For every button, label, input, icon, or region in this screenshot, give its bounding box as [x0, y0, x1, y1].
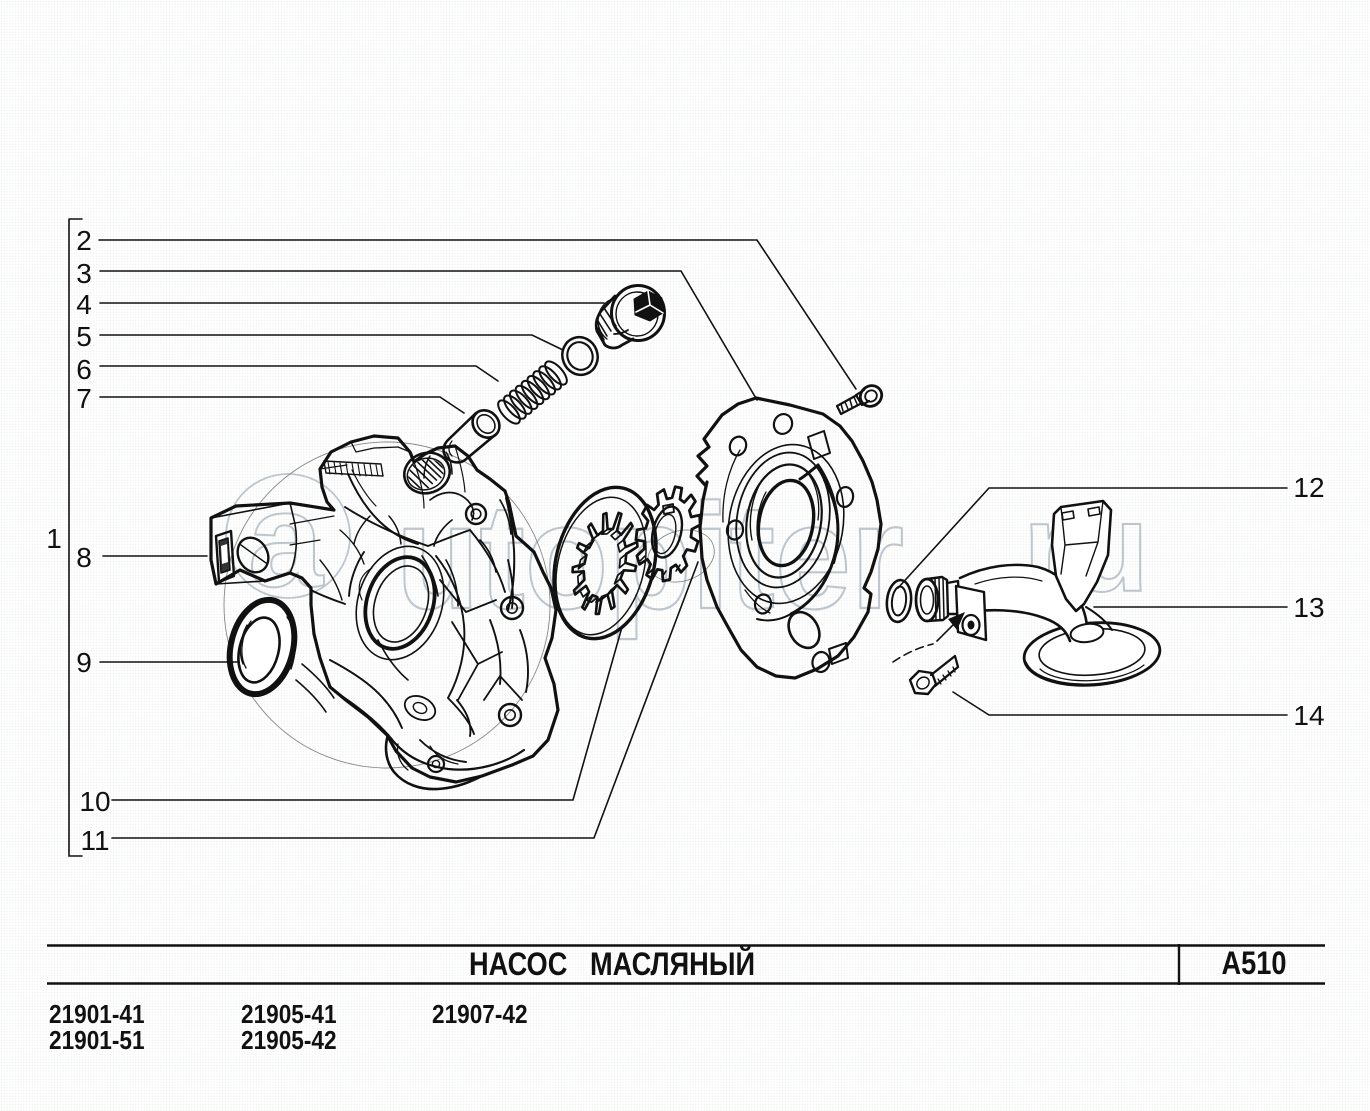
svg-text:21907-42: 21907-42 — [432, 1001, 528, 1030]
svg-text:2: 2 — [76, 225, 92, 256]
svg-text:21901-51: 21901-51 — [49, 1027, 145, 1056]
svg-text:8: 8 — [76, 542, 92, 573]
svg-text:НАСОС МАСЛЯНЫЙ: НАСОС МАСЛЯНЫЙ — [469, 946, 755, 983]
svg-text:11: 11 — [80, 825, 109, 856]
svg-text:4: 4 — [76, 289, 92, 320]
svg-text:7: 7 — [76, 383, 92, 414]
svg-text:1: 1 — [46, 523, 62, 554]
svg-text:9: 9 — [76, 647, 92, 678]
svg-text:5: 5 — [76, 321, 92, 352]
svg-text:6: 6 — [76, 354, 92, 385]
svg-text:12: 12 — [1293, 472, 1324, 503]
svg-text:21905-41: 21905-41 — [241, 1001, 337, 1030]
svg-text:21905-42: 21905-42 — [241, 1027, 337, 1056]
svg-text:3: 3 — [76, 258, 92, 289]
svg-text:10: 10 — [79, 786, 110, 817]
svg-text:13: 13 — [1293, 592, 1324, 623]
svg-text:А510: А510 — [1221, 946, 1286, 982]
svg-text:14: 14 — [1293, 700, 1324, 731]
svg-text:21901-41: 21901-41 — [49, 1001, 145, 1030]
